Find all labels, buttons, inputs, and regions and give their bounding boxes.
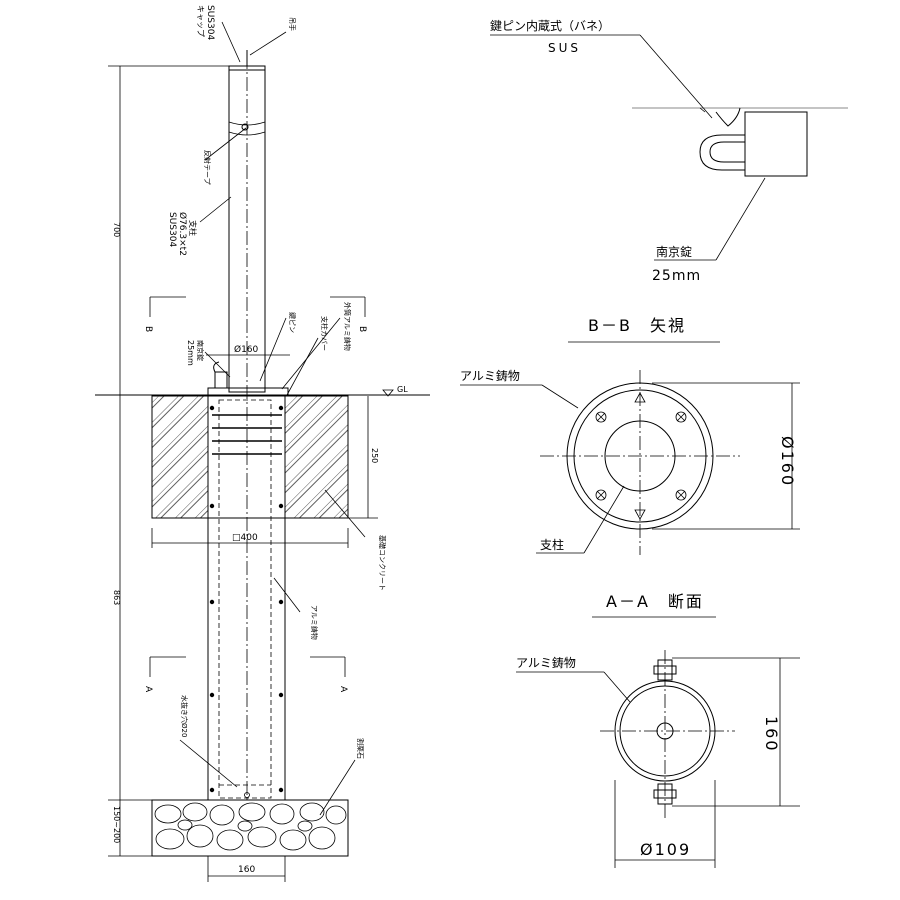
padlock-label: 南京錠 [196, 340, 205, 361]
bb-dimension [652, 382, 800, 530]
padlock-size: 25mm [186, 340, 195, 366]
gl-marker [382, 389, 394, 397]
leaders [179, 21, 366, 816]
section-b-right: B [357, 326, 367, 332]
hook-label: 吊手 [288, 17, 297, 31]
hook-hole [241, 123, 249, 131]
gravel-box [151, 799, 349, 857]
view-bb-title: B－B 矢視 [588, 316, 686, 335]
dim-400: □400 [232, 533, 258, 543]
dim-250: 250 [370, 448, 379, 463]
aa-dia-label: Ø109 [640, 840, 691, 859]
reflect-label: 反射テープ [203, 150, 212, 185]
shackle-outer [699, 134, 745, 171]
base-concrete-label: 基礎コンクリート [378, 535, 387, 591]
pin-material: SUS [548, 41, 581, 55]
bb-post-label: 支柱 [540, 537, 564, 552]
dim-d160: Ø160 [234, 344, 259, 355]
bb-alum-label: アルミ鋳物 [460, 369, 520, 383]
gravel-stones [154, 802, 347, 851]
pin-title: 鍵ピン内蔵式（バネ） [490, 18, 610, 33]
padlock-side [214, 371, 228, 389]
cap-material: SUS304 [205, 5, 215, 40]
aa-dimension [614, 657, 800, 868]
left-dimensions [108, 65, 378, 857]
view-aa: A－A 断面 アルミ鋳物 160 Ø109 [516, 592, 800, 868]
concrete-left [151, 395, 209, 519]
section-markers [149, 296, 366, 677]
alum-cast-label: アルミ鋳物 [310, 605, 319, 640]
section-b-left: B [143, 326, 153, 332]
post-material: SUS304 [167, 212, 177, 247]
drain-label: 水抜き穴Ø20 [180, 695, 189, 737]
lock-size: 25mm [652, 268, 701, 284]
inner-tube [218, 399, 272, 799]
cap-label: キャップ [196, 5, 205, 37]
spring-ribs [212, 414, 282, 455]
view-aa-title: A－A 断面 [606, 592, 704, 611]
post-spec: Ø76.3×t2 [177, 212, 188, 256]
shackle-inner [709, 141, 745, 163]
padlock-body [744, 111, 808, 177]
dim-700: 700 [112, 222, 121, 237]
dim-863: 863 [112, 590, 121, 605]
post-label: 支柱 [188, 220, 198, 236]
concrete-right [284, 395, 349, 519]
horizontal-dimensions [151, 354, 349, 882]
post-cover-label: 支柱カバー [320, 316, 329, 351]
front-labels: キャップ SUS304 吊手 反射テープ 支柱 Ø76.3×t2 SUS304 … [112, 5, 408, 875]
alum-frame-label: 外筒アルミ鋳物 [343, 302, 352, 351]
front-elevation [95, 21, 430, 882]
aa-height-label: 160 [762, 716, 781, 753]
bb-bolts [595, 411, 687, 501]
tube-bolts [209, 405, 284, 793]
aa-alum-label: アルミ鋳物 [516, 656, 576, 670]
view-bb: B－B 矢視 アルミ鋳物 支柱 Ø160 [460, 316, 800, 555]
gl-label: GL [397, 385, 408, 394]
lock-detail: 鍵ピン内蔵式（バネ） SUS 南京錠 25mm [490, 18, 848, 284]
key-pin-label: 鍵ピン [288, 312, 297, 333]
dim-150-200: 150~200 [112, 806, 121, 843]
aa-bolts [653, 659, 677, 805]
bb-dia-label: Ø160 [778, 436, 797, 487]
outer-tube [207, 395, 286, 801]
gravel-label: 割栗石 [356, 738, 365, 759]
lock-title: 南京錠 [656, 244, 692, 259]
section-a-right: A [338, 686, 348, 693]
section-a-left: A [143, 686, 153, 693]
dim-160: 160 [238, 865, 255, 875]
